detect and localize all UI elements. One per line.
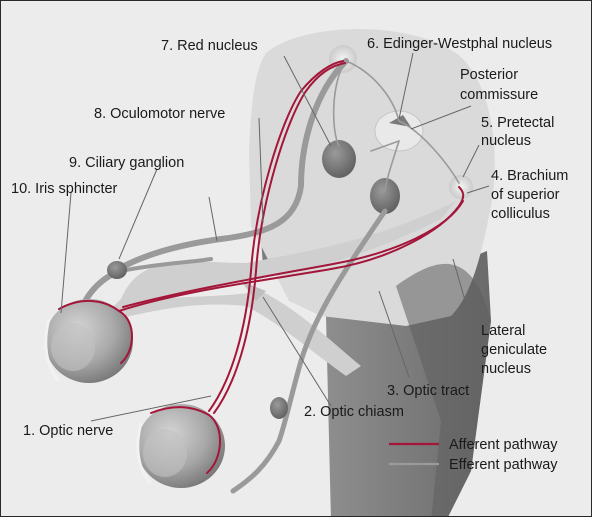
label-brachium-3: colliculus — [491, 206, 550, 222]
label-lgn-2: geniculate — [481, 342, 547, 358]
ciliary-ganglion-lower — [270, 397, 288, 419]
edinger-westphal-nucleus — [329, 45, 357, 73]
legend-efferent-label: Efferent pathway — [449, 457, 558, 473]
label-iris-sphincter: 10. Iris sphincter — [11, 181, 118, 197]
label-posterior-commissure-1: Posterior — [460, 67, 518, 83]
label-oculomotor-nerve: 8. Oculomotor nerve — [94, 106, 225, 122]
label-red-nucleus: 7. Red nucleus — [161, 38, 258, 54]
label-optic-nerve: 1. Optic nerve — [23, 423, 113, 439]
label-brachium-1: 4. Brachium — [491, 168, 568, 184]
pretectal-nucleus — [449, 175, 473, 199]
label-posterior-commissure-2: commissure — [460, 87, 538, 103]
label-brachium-2: of superior — [491, 187, 560, 203]
label-edinger-westphal: 6. Edinger-Westphal nucleus — [367, 36, 552, 52]
label-optic-tract: 3. Optic tract — [387, 383, 469, 399]
label-pretectal-1: 5. Pretectal — [481, 115, 554, 131]
legend-afferent-label: Afferent pathway — [449, 437, 558, 453]
label-lgn-1: Lateral — [481, 323, 525, 339]
eyeballs — [45, 299, 225, 488]
label-pretectal-2: nucleus — [481, 133, 531, 149]
label-optic-chiasm: 2. Optic chiasm — [304, 404, 404, 420]
ciliary-ganglion-upper — [107, 261, 127, 279]
label-ciliary-ganglion: 9. Ciliary ganglion — [69, 155, 184, 171]
label-lgn-3: nucleus — [481, 361, 531, 377]
